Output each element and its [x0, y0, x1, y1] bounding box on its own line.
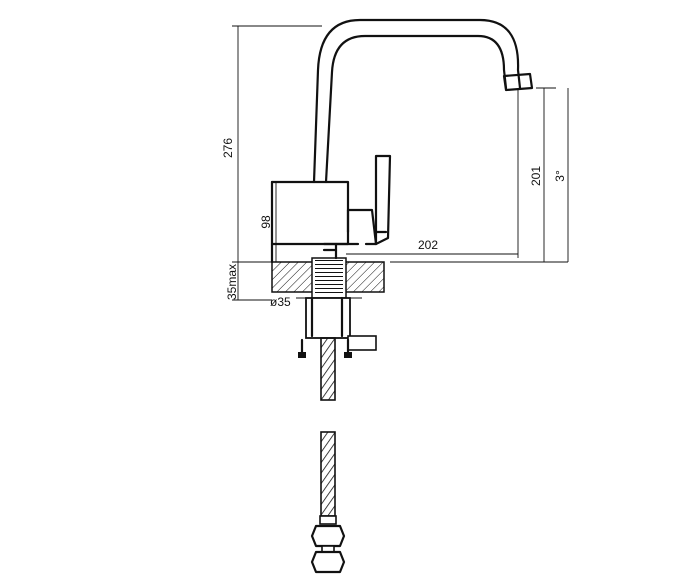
dim-label-deck-thickness: 35max	[225, 264, 239, 300]
spout	[312, 18, 534, 184]
dim-label-spout-height: 201	[529, 166, 543, 186]
supply-hose	[310, 337, 346, 574]
dim-label-total-height: 276	[221, 138, 235, 158]
dim-label-swivel-hint: 3°	[553, 170, 567, 182]
dim-label-spout-reach: 202	[418, 238, 438, 252]
dimension-deck-thickness	[232, 262, 272, 301]
fixing-bracket	[298, 296, 377, 358]
dimension-total-height	[232, 25, 322, 263]
lever-handle	[346, 154, 392, 246]
dim-label-body-height: 98	[259, 215, 273, 229]
faucet-body	[270, 180, 360, 264]
mounting-shank	[311, 257, 347, 299]
dimension-spout-height	[390, 87, 569, 263]
dim-label-hole-diameter: ø35	[270, 295, 291, 309]
dimension-spout-reach	[346, 88, 519, 258]
